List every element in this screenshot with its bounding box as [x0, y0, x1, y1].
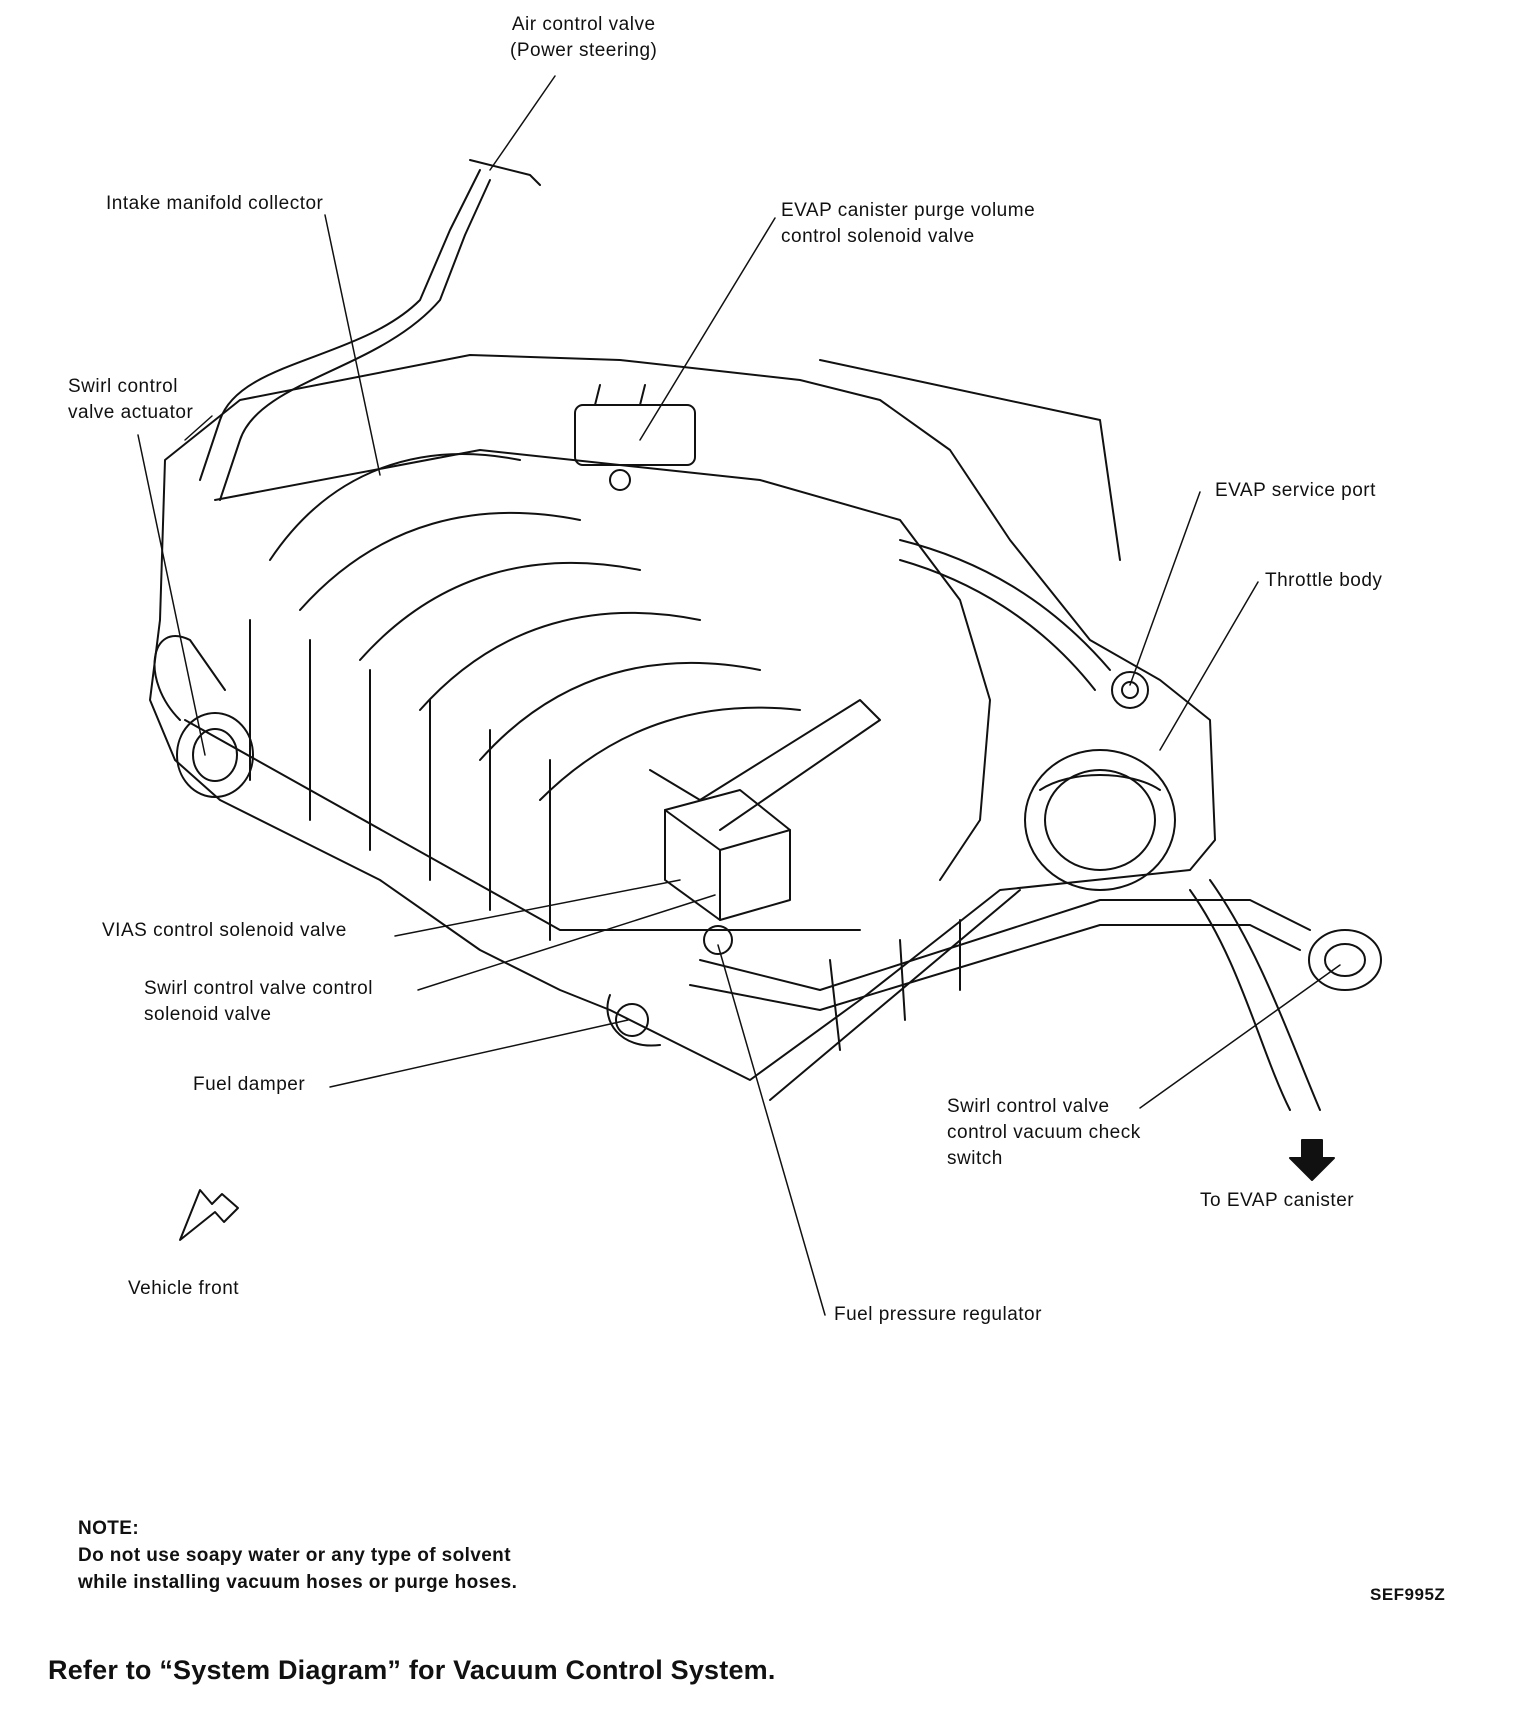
- label-vias-solenoid-line1: VIAS control solenoid valve: [102, 920, 347, 941]
- label-evap-service-port-line1: EVAP service port: [1215, 480, 1376, 501]
- label-intake-manifold-collector-line1: Intake manifold collector: [106, 193, 324, 214]
- label-fuel-pressure-regulator-line1: Fuel pressure regulator: [834, 1304, 1042, 1325]
- label-evap-purge-valve-line2: control solenoid valve: [781, 226, 975, 247]
- label-to-evap-canister: To EVAP canister: [1200, 1188, 1354, 1214]
- fuel-pressure-regulator-shape: [703, 925, 733, 955]
- fuel-damper-shape: [606, 994, 661, 1047]
- label-intake-manifold-collector: Intake manifold collector: [106, 191, 323, 217]
- label-evap-service-port: EVAP service port: [1215, 478, 1376, 504]
- engine-outline: [149, 354, 1216, 1101]
- label-vehicle-front: Vehicle front: [128, 1276, 239, 1302]
- label-swirl-check-switch-line3: switch: [947, 1148, 1003, 1169]
- label-to-evap-canister-line1: To EVAP canister: [1200, 1190, 1355, 1211]
- note-block: NOTE: Do not use soapy water or any type…: [78, 1515, 517, 1596]
- label-evap-purge-valve: EVAP canister purge volume control solen…: [781, 198, 1035, 250]
- label-fuel-pressure-regulator: Fuel pressure regulator: [834, 1302, 1042, 1328]
- evap-service-port-shape: [1111, 671, 1149, 709]
- swirl-actuator-shape: [153, 635, 254, 798]
- label-fuel-damper-line1: Fuel damper: [193, 1074, 306, 1095]
- label-swirl-actuator-line2: valve actuator: [68, 402, 194, 423]
- label-evap-purge-valve-line1: EVAP canister purge volume: [781, 200, 1036, 221]
- label-swirl-actuator-line1: Swirl control: [68, 376, 178, 397]
- to-evap-arrow: [1289, 1139, 1335, 1181]
- swirl-check-switch-shape: [1308, 929, 1382, 991]
- note-heading: NOTE:: [78, 1518, 140, 1539]
- label-swirl-check-switch-line1: Swirl control valve: [947, 1096, 1110, 1117]
- label-swirl-actuator: Swirl control valve actuator: [68, 374, 193, 426]
- throttle-body-shape: [1024, 749, 1176, 891]
- vehicle-front-arrow: [179, 1189, 239, 1241]
- label-vehicle-front-line1: Vehicle front: [128, 1278, 240, 1299]
- label-swirl-solenoid-line2: solenoid valve: [144, 1004, 272, 1025]
- vias-solenoid-shape: [664, 789, 791, 921]
- figure-code: SEF995Z: [1370, 1585, 1446, 1604]
- evap-purge-valve-shape: [574, 384, 696, 491]
- label-vias-solenoid: VIAS control solenoid valve: [102, 918, 347, 944]
- label-air-control-valve: Air control valve (Power steering): [510, 12, 657, 64]
- note-line-1: Do not use soapy water or any type of so…: [78, 1545, 511, 1566]
- label-throttle-body-line1: Throttle body: [1265, 570, 1383, 591]
- footer-reference: Refer to “System Diagram” for Vacuum Con…: [48, 1655, 776, 1685]
- label-air-control-valve-line1: Air control valve: [511, 14, 656, 35]
- label-swirl-check-switch: Swirl control valve control vacuum check…: [947, 1094, 1141, 1172]
- note-line-2: while installing vacuum hoses or purge h…: [78, 1572, 518, 1593]
- label-swirl-check-switch-line2: control vacuum check: [947, 1122, 1141, 1143]
- label-fuel-damper: Fuel damper: [193, 1072, 305, 1098]
- label-air-control-valve-line2: (Power steering): [510, 40, 658, 61]
- label-swirl-solenoid-line1: Swirl control valve control: [144, 978, 373, 999]
- leader-lines: [137, 75, 1341, 1316]
- label-swirl-solenoid: Swirl control valve control solenoid val…: [144, 976, 373, 1028]
- label-throttle-body: Throttle body: [1265, 568, 1382, 594]
- hoses: [199, 159, 1321, 1111]
